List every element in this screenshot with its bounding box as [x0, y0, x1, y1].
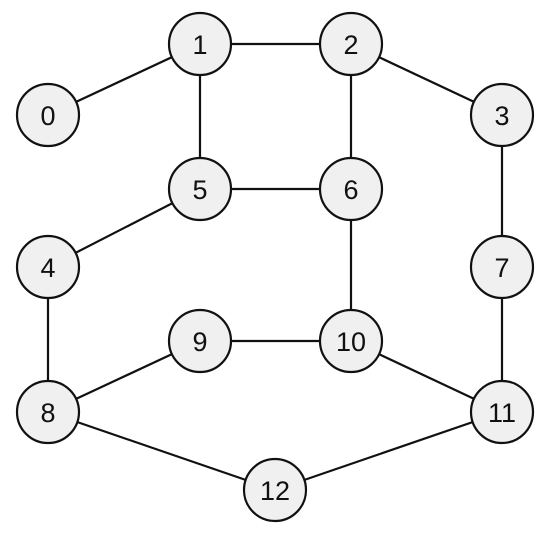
node-label: 5: [192, 175, 207, 205]
node-label: 1: [192, 30, 207, 60]
edge-8-12: [47, 410, 276, 492]
node-9: 9: [167, 308, 233, 374]
node-label: 11: [488, 398, 516, 428]
node-8: 8: [15, 379, 81, 445]
edges-layer: [46, 42, 504, 492]
node-12: 12: [242, 457, 308, 523]
node-5: 5: [167, 156, 233, 222]
node-label: 10: [336, 327, 366, 357]
edge-11-12: [274, 410, 503, 492]
node-circle: [15, 82, 81, 148]
node-circle: [469, 379, 535, 445]
node-2: 2: [318, 11, 384, 77]
node-0: 0: [15, 82, 81, 148]
node-circle: [15, 379, 81, 445]
node-label: 4: [40, 253, 55, 283]
node-label: 9: [192, 327, 207, 357]
node-circle: [167, 11, 233, 77]
node-10: 10: [318, 308, 384, 374]
node-7: 7: [469, 234, 535, 300]
node-label: 8: [40, 398, 55, 428]
node-circle: [318, 308, 384, 374]
node-circle: [469, 82, 535, 148]
node-label: 12: [260, 476, 290, 506]
node-label: 0: [40, 101, 55, 131]
node-circle: [167, 156, 233, 222]
node-circle: [318, 156, 384, 222]
node-label: 7: [494, 253, 509, 283]
node-1: 1: [167, 11, 233, 77]
node-circle: [318, 11, 384, 77]
node-circle: [167, 308, 233, 374]
node-label: 2: [343, 30, 358, 60]
node-6: 6: [318, 156, 384, 222]
node-circle: [469, 234, 535, 300]
node-circle: [242, 457, 308, 523]
node-label: 3: [494, 101, 509, 131]
node-4: 4: [15, 234, 81, 300]
node-3: 3: [469, 82, 535, 148]
node-circle: [15, 234, 81, 300]
node-label: 6: [343, 175, 358, 205]
node-11: 11: [469, 379, 535, 445]
